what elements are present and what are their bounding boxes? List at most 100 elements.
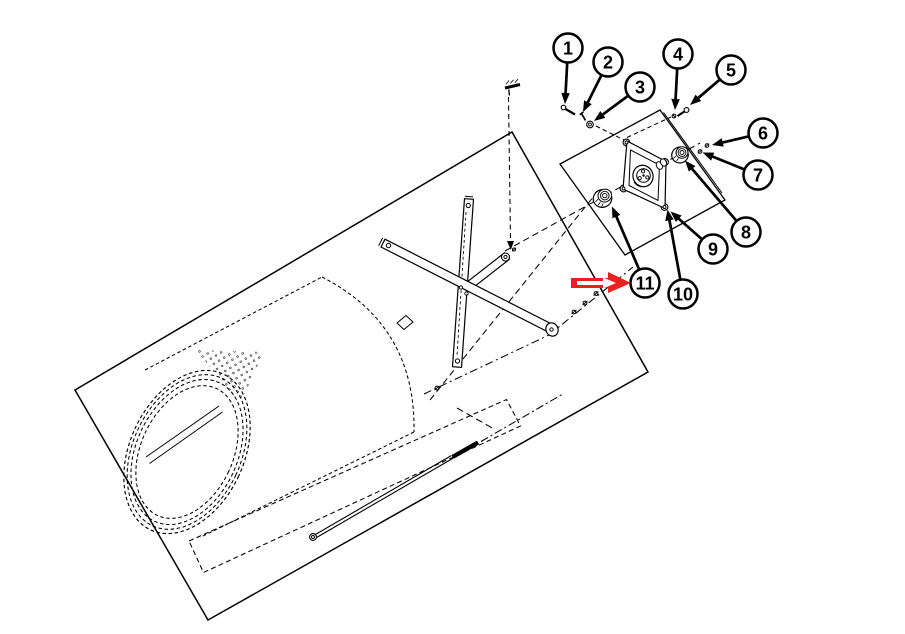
- arm-axis-line: [423, 334, 550, 395]
- leader-line-1: [564, 63, 569, 97]
- washer-3: [586, 120, 594, 129]
- callout-6: 6: [712, 117, 779, 149]
- top-screw-hatch: [505, 80, 510, 85]
- fasteners: [434, 78, 710, 391]
- tumbler-shaft: [309, 440, 480, 541]
- hub-lug-hole: [645, 175, 650, 180]
- washer-3-hole: [588, 122, 592, 127]
- hub-depth-arc: [633, 181, 642, 188]
- leader-line-9: [675, 215, 703, 240]
- hub-ring: [636, 168, 651, 183]
- leader-arrowhead-7: [702, 152, 715, 161]
- bearing-11-hatch: [595, 198, 599, 203]
- hub-lug-hole: [641, 169, 646, 174]
- bearing-8-bore: [679, 150, 685, 155]
- spider-bar-hole: [465, 202, 471, 209]
- bearing-11-hatch: [601, 203, 604, 207]
- callout-number-1: 1: [563, 39, 573, 59]
- leader-arrowhead-10: [665, 209, 674, 222]
- hub-boss-face: [659, 158, 668, 167]
- hub-axis-line: [429, 195, 595, 401]
- leader-line-6: [719, 135, 749, 145]
- leader-line-7: [709, 154, 745, 171]
- callout-number-9: 9: [708, 240, 718, 260]
- callout-circle-2: [592, 46, 624, 78]
- spider-center-bolt: [458, 285, 464, 290]
- callout-circle-1: [552, 32, 584, 64]
- callout-2: 2: [583, 46, 624, 112]
- mounting-rail: [188, 398, 522, 574]
- plate-ear-hole: [662, 205, 667, 209]
- callout-3: 3: [594, 71, 656, 121]
- panel-screw-slot: [434, 385, 440, 391]
- drum-rim-ring: [123, 369, 251, 535]
- bolt-1-head: [560, 104, 567, 111]
- plate-ear-hole: [624, 140, 629, 145]
- hub-lug-hole: [637, 176, 642, 181]
- bolt-5-shaft: [676, 110, 686, 117]
- callout-circle-10: [667, 278, 699, 310]
- screw-6-slot: [704, 143, 710, 148]
- spider-arm-curl-end: [545, 322, 559, 337]
- spider-stub-end: [500, 252, 511, 262]
- bolt-axis-line: [626, 116, 672, 138]
- callout-number-3: 3: [635, 78, 645, 98]
- callout-number-11: 11: [635, 274, 654, 294]
- bearing-mount-panel-edge: [663, 112, 723, 194]
- callout-circle-9: [697, 233, 729, 265]
- drum-crossbar-edge: [145, 405, 220, 458]
- panel-screw-slot: [571, 309, 577, 315]
- leader-arrowhead-2: [583, 100, 592, 112]
- leader-arrowhead-3: [594, 111, 606, 121]
- bearing-8-hatch: [676, 158, 679, 162]
- screw-2-head: [579, 111, 584, 116]
- shaft-hex-head: [309, 533, 317, 541]
- spider-vertical-bar-channel: [456, 211, 467, 357]
- bearing-11-ring: [600, 190, 610, 201]
- base-panel: [73, 130, 650, 622]
- spider-bar-hole: [454, 358, 461, 364]
- callout-number-8: 8: [741, 223, 751, 243]
- drum-opening-ring: [135, 385, 239, 519]
- screw-drop-line: [507, 96, 512, 242]
- bolt-1-shaft: [564, 108, 576, 116]
- callout-circle-7: [742, 159, 774, 191]
- bearing-11-bore: [602, 192, 608, 199]
- callout-9: 9: [670, 211, 729, 265]
- bearing-housing-assembly: [592, 138, 689, 211]
- leader-arrowhead-4: [671, 98, 680, 110]
- leader-line-8: [689, 165, 737, 222]
- callout-number-4: 4: [673, 45, 683, 65]
- axis-segment: [456, 407, 495, 430]
- top-screw-hatch: [510, 79, 514, 84]
- spider-diagonal-bar-cap: [378, 237, 384, 247]
- drum-rim-ring: [130, 378, 244, 526]
- callout-5: 5: [690, 54, 747, 105]
- leader-line-2: [585, 75, 603, 106]
- leader-arrowhead-6: [712, 138, 724, 147]
- bolt-5-head: [683, 107, 690, 113]
- shaft-axis-line: [480, 394, 563, 442]
- callout-7: 7: [702, 152, 774, 191]
- callout-number-6: 6: [758, 124, 768, 144]
- leader-line-5: [695, 79, 721, 101]
- top-screw-stem: [508, 89, 511, 96]
- hub-center: [642, 174, 645, 177]
- callout-number-5: 5: [726, 61, 736, 81]
- drum-crossbar-edge: [149, 411, 223, 464]
- shaft-threads: [451, 440, 480, 459]
- spider-stub-hole: [503, 254, 508, 260]
- bearing-mount-panel-outline: [559, 109, 726, 256]
- screw-4-slot: [672, 114, 676, 118]
- leader-line-4: [674, 69, 679, 103]
- screw-7-slot: [697, 149, 703, 154]
- base-panel-outline: [73, 130, 650, 622]
- drum-body-bottom-edge: [202, 431, 415, 537]
- callout-circle-5: [715, 54, 747, 86]
- callout-circle-4: [662, 38, 694, 70]
- drum-perforation-patch: [196, 350, 264, 404]
- tumbler-drum: [123, 276, 415, 537]
- top-screw-head: [504, 83, 521, 90]
